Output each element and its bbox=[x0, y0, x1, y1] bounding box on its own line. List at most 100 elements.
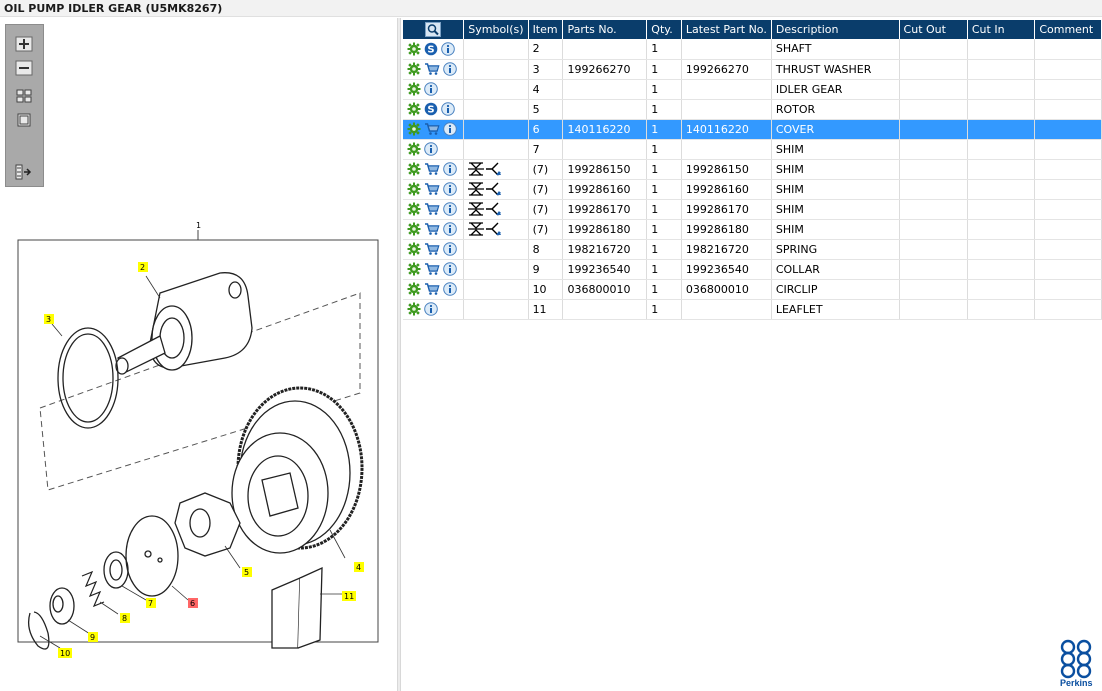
gear-icon[interactable] bbox=[407, 182, 421, 196]
callout-label-7[interactable]: 7 bbox=[148, 599, 153, 608]
cart-icon[interactable] bbox=[424, 282, 440, 296]
gear-icon[interactable] bbox=[407, 302, 421, 316]
callout-label-11[interactable]: 11 bbox=[344, 592, 354, 601]
symbols-cell bbox=[463, 179, 529, 200]
zoom-in-button[interactable] bbox=[14, 35, 34, 53]
info-icon[interactable] bbox=[443, 62, 457, 76]
gear-icon[interactable] bbox=[407, 62, 421, 76]
column-header-symbols[interactable]: Symbol(s) bbox=[463, 20, 529, 39]
rotor-part[interactable] bbox=[174, 492, 241, 557]
callout-label-9[interactable]: 9 bbox=[90, 633, 95, 642]
callout-label-3[interactable]: 3 bbox=[46, 315, 51, 324]
parts-no-cell bbox=[562, 39, 648, 60]
shim-part[interactable] bbox=[103, 551, 129, 589]
column-header-item[interactable]: Item bbox=[528, 20, 564, 39]
info-icon[interactable] bbox=[424, 142, 438, 156]
cart-icon[interactable] bbox=[424, 222, 440, 236]
column-header-find[interactable] bbox=[403, 20, 465, 39]
callout-label-8[interactable]: 8 bbox=[122, 614, 127, 623]
cart-icon[interactable] bbox=[424, 242, 440, 256]
gear-icon[interactable] bbox=[407, 122, 421, 136]
table-header-row: Symbol(s) Item Parts No. Qty. Latest Par… bbox=[403, 20, 1102, 39]
pane-splitter[interactable] bbox=[397, 18, 401, 691]
info-icon[interactable] bbox=[443, 282, 457, 296]
item-cell: (7) bbox=[528, 159, 564, 180]
gear-icon[interactable] bbox=[407, 162, 421, 176]
gear-icon[interactable] bbox=[407, 102, 421, 116]
latest-part-no-cell: 199286180 bbox=[681, 219, 772, 240]
callout-label-2[interactable]: 2 bbox=[140, 263, 145, 272]
column-header-cut-in[interactable]: Cut In bbox=[967, 20, 1036, 39]
leaflet-part[interactable] bbox=[271, 566, 323, 649]
callout-label-10[interactable]: 10 bbox=[60, 649, 70, 658]
callout-label-4[interactable]: 4 bbox=[356, 563, 361, 572]
fit-all-button[interactable] bbox=[14, 87, 34, 105]
drawing-viewer[interactable]: 1 2 3 4 5 6 7 8 9 10 11 bbox=[0, 18, 397, 691]
zoom-out-button[interactable] bbox=[14, 59, 34, 77]
info-icon[interactable] bbox=[443, 242, 457, 256]
parts-no-cell: 199286160 bbox=[562, 179, 648, 200]
column-header-cut-out[interactable]: Cut Out bbox=[899, 20, 968, 39]
cart-icon[interactable] bbox=[424, 202, 440, 216]
column-header-qty[interactable]: Qty. bbox=[646, 20, 682, 39]
info-icon[interactable] bbox=[441, 41, 455, 56]
info-icon[interactable] bbox=[441, 102, 455, 116]
cut-in-cell bbox=[967, 79, 1036, 100]
circlip-part[interactable] bbox=[27, 611, 50, 650]
cut-out-cell bbox=[899, 39, 968, 60]
cart-icon[interactable] bbox=[424, 162, 440, 176]
cart-icon[interactable] bbox=[424, 182, 440, 196]
gear-icon[interactable] bbox=[407, 242, 421, 256]
gear-icon[interactable] bbox=[407, 282, 421, 296]
callout-label-5[interactable]: 5 bbox=[244, 568, 249, 577]
cart-icon[interactable] bbox=[424, 262, 440, 276]
s-badge-icon[interactable]: S bbox=[424, 42, 438, 56]
gear-icon[interactable] bbox=[407, 82, 421, 96]
cart-icon[interactable] bbox=[424, 122, 440, 136]
s-badge-icon[interactable]: S bbox=[424, 102, 438, 116]
column-header-comment[interactable]: Comment bbox=[1034, 20, 1102, 39]
column-header-latest-part-no[interactable]: Latest Part No. bbox=[681, 20, 772, 39]
info-icon[interactable] bbox=[424, 82, 438, 96]
gear-icon[interactable] bbox=[407, 222, 421, 236]
cart-icon[interactable] bbox=[424, 62, 440, 76]
info-icon[interactable] bbox=[443, 262, 457, 276]
gear-icon[interactable] bbox=[407, 142, 421, 156]
column-header-description[interactable]: Description bbox=[771, 20, 900, 39]
info-icon[interactable] bbox=[443, 122, 457, 136]
info-icon[interactable] bbox=[443, 222, 457, 236]
gear-icon[interactable] bbox=[407, 262, 421, 276]
latest-part-no-cell bbox=[681, 39, 772, 60]
thrust-washer-part[interactable] bbox=[57, 327, 119, 429]
column-header-parts-no[interactable]: Parts No. bbox=[562, 20, 648, 39]
callout-label-6[interactable]: 6 bbox=[190, 599, 195, 608]
cover-part[interactable] bbox=[125, 515, 179, 597]
gear-icon[interactable] bbox=[407, 42, 421, 56]
shaft-part[interactable] bbox=[115, 272, 253, 375]
info-icon[interactable] bbox=[443, 182, 457, 196]
cut-in-cell bbox=[967, 59, 1036, 80]
spring-part[interactable] bbox=[81, 570, 105, 608]
fit-window-button[interactable] bbox=[14, 111, 34, 129]
info-icon[interactable] bbox=[443, 162, 457, 176]
gear-icon[interactable] bbox=[407, 202, 421, 216]
collar-part[interactable] bbox=[49, 587, 75, 625]
info-icon[interactable] bbox=[443, 202, 457, 216]
info-icon[interactable] bbox=[424, 302, 438, 316]
idler-gear-part[interactable] bbox=[231, 386, 364, 554]
sync-list-button[interactable] bbox=[14, 163, 34, 181]
